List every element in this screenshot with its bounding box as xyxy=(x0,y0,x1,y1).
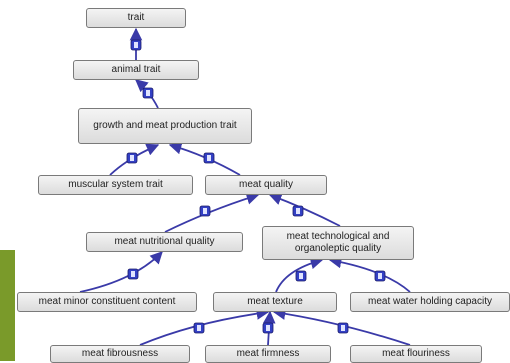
node-meat-minor-constituent-content[interactable]: meat minor constituent content xyxy=(17,292,197,312)
is-a-badge xyxy=(130,39,142,51)
edge-minor-to-nutritional xyxy=(79,251,163,293)
is-a-badge xyxy=(199,205,211,217)
edge-texture-to-technological xyxy=(275,256,324,293)
node-meat-nutritional-quality[interactable]: meat nutritional quality xyxy=(86,232,243,252)
is-a-badge xyxy=(126,152,138,164)
is-a-badge xyxy=(127,268,139,280)
is-a-badge xyxy=(142,87,154,99)
is-a-badge xyxy=(295,270,307,282)
node-animal-trait[interactable]: animal trait xyxy=(73,60,199,80)
is-a-badge xyxy=(193,322,205,334)
node-trait[interactable]: trait xyxy=(86,8,186,28)
node-growth-and-meat-production-trait[interactable]: growth and meat production trait xyxy=(78,108,252,144)
node-meat-technological-and-organoleptic-quality[interactable]: meat technological and organoleptic qual… xyxy=(262,226,414,260)
is-a-badge xyxy=(374,270,386,282)
node-meat-firmness[interactable]: meat firmness xyxy=(205,345,331,363)
node-meat-water-holding-capacity[interactable]: meat water holding capacity xyxy=(350,292,510,312)
node-meat-texture[interactable]: meat texture xyxy=(213,292,337,312)
is-a-badge xyxy=(262,322,274,334)
edge-technological-to-meat-quality xyxy=(268,193,341,227)
edge-water-to-technological xyxy=(328,255,411,293)
node-muscular-system-trait[interactable]: muscular system trait xyxy=(38,175,193,195)
edge-nutritional-to-meat-quality xyxy=(164,192,260,233)
edge-badges xyxy=(126,39,386,334)
node-meat-flouriness[interactable]: meat flouriness xyxy=(350,345,482,363)
is-a-badge xyxy=(203,152,215,164)
accent-bar xyxy=(0,250,15,361)
node-meat-quality[interactable]: meat quality xyxy=(205,175,327,195)
is-a-badge xyxy=(292,205,304,217)
is-a-badge xyxy=(337,322,349,334)
node-meat-fibrousness[interactable]: meat fibrousness xyxy=(50,345,190,363)
